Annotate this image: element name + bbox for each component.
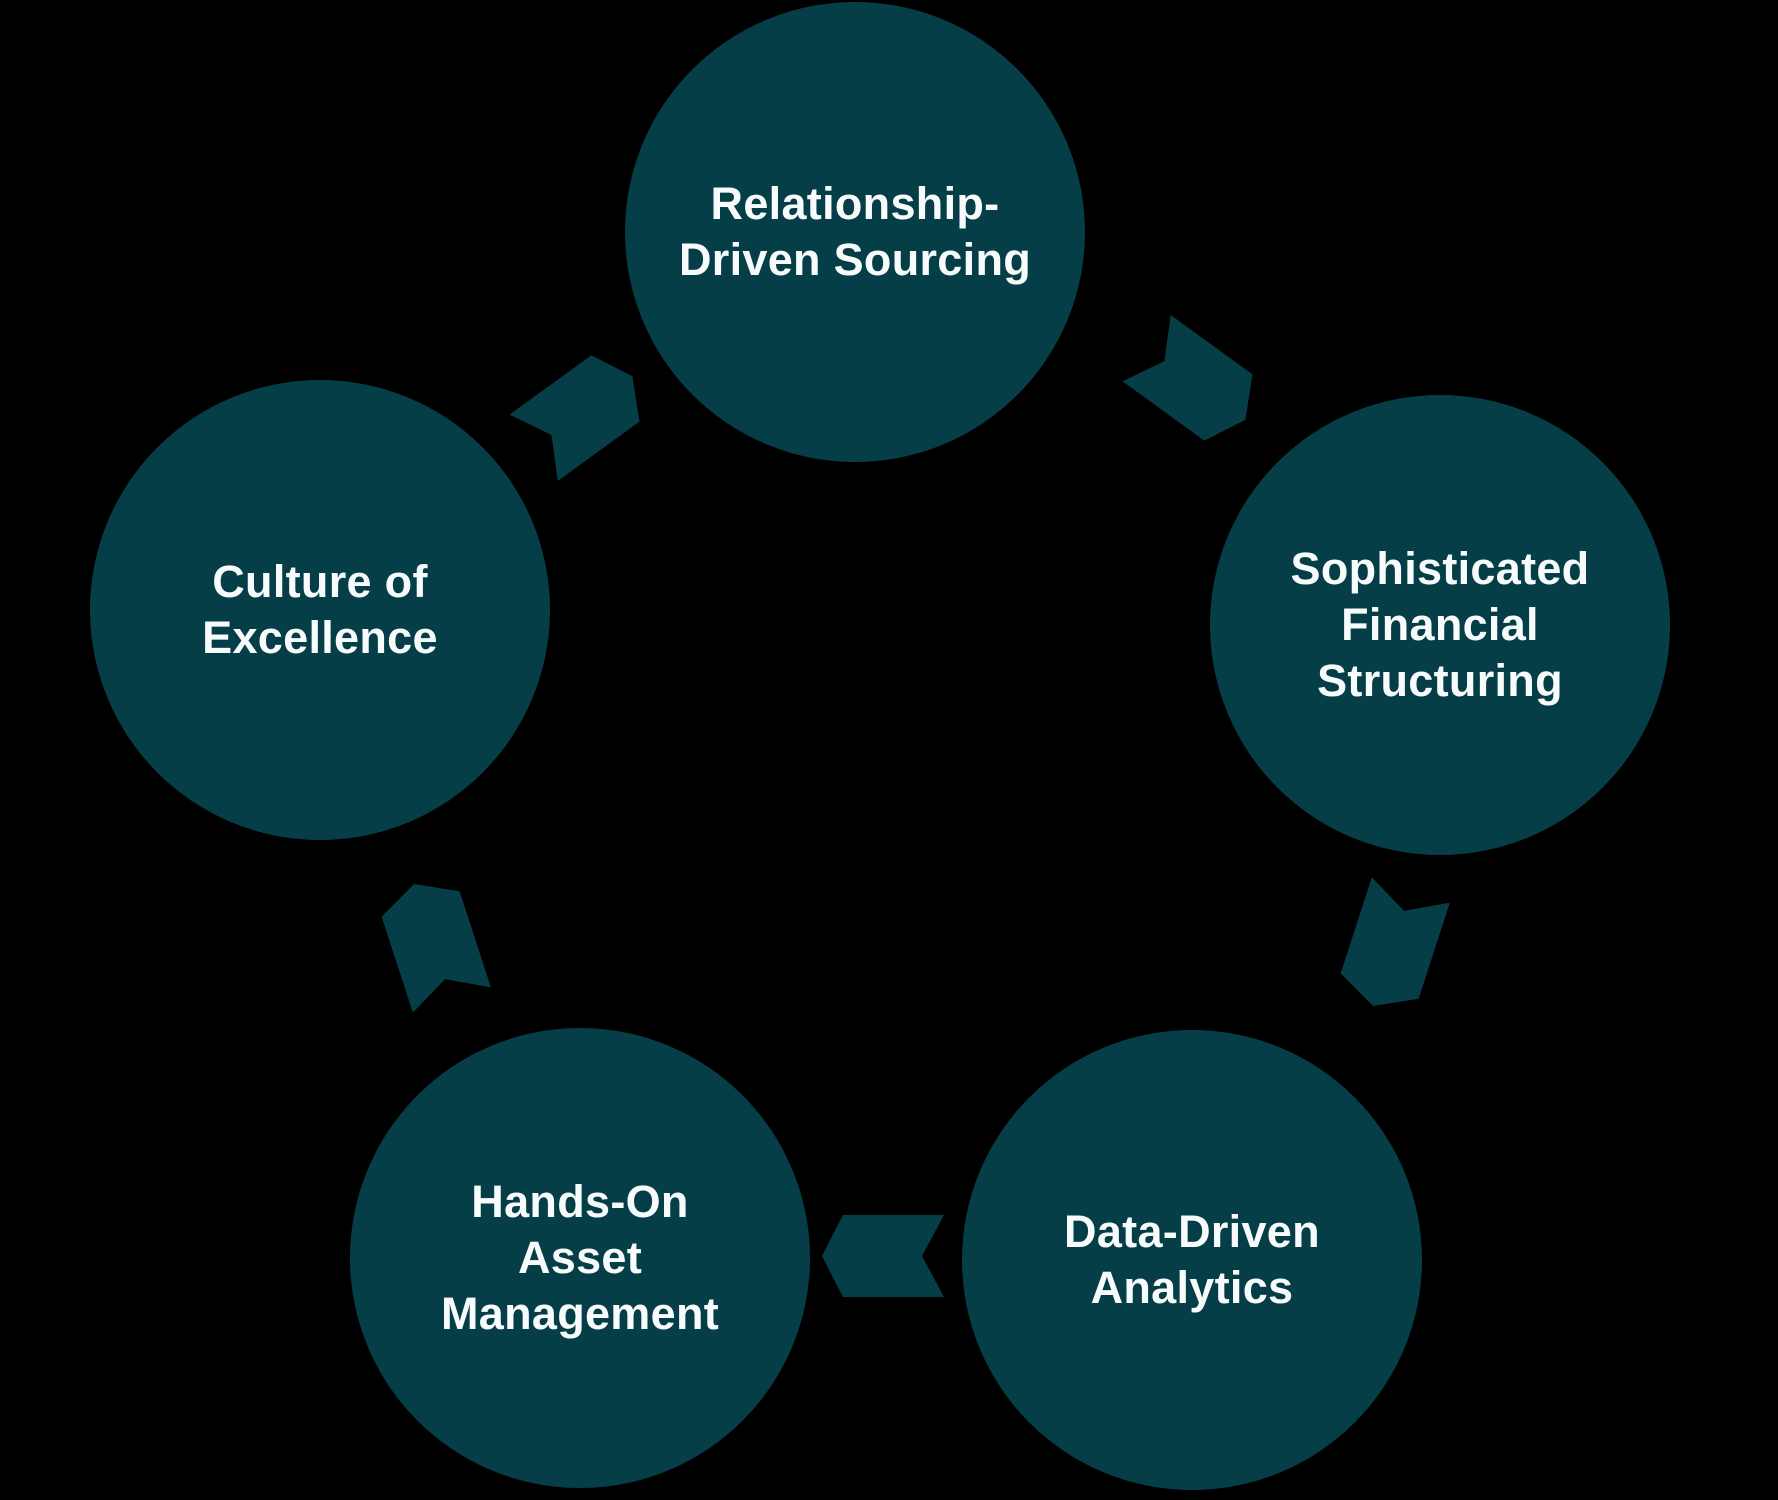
node-label-relationship-driven-sourcing: Relationship- Driven Sourcing: [678, 178, 1032, 285]
arrow-management-to-excellence-icon: [381, 883, 491, 1013]
arrow-structuring-to-analytics-icon: [1340, 877, 1450, 1007]
node-label-culture-of-excellence: Culture of Excellence: [202, 556, 438, 663]
node-circle-relationship-driven-sourcing: [625, 2, 1085, 462]
arrow-excellence-to-sourcing-icon: [509, 355, 640, 482]
node-circle-sophisticated-financial-structuring: [1210, 395, 1670, 855]
node-circle-culture-of-excellence: [90, 380, 550, 840]
node-circle-data-driven-analytics: [962, 1030, 1422, 1490]
node-label-hands-on-asset-management: Hands-On Asset Management: [440, 1176, 720, 1339]
node-circle-hands-on-asset-management: [350, 1028, 810, 1488]
node-label-sophisticated-financial-structuring: Sophisticated Financial Structuring: [1290, 543, 1590, 706]
arrow-sourcing-to-structuring-icon: [1122, 314, 1253, 441]
node-label-data-driven-analytics: Data-Driven Analytics: [1064, 1206, 1320, 1313]
arrow-analytics-to-management-icon: [822, 1215, 944, 1297]
